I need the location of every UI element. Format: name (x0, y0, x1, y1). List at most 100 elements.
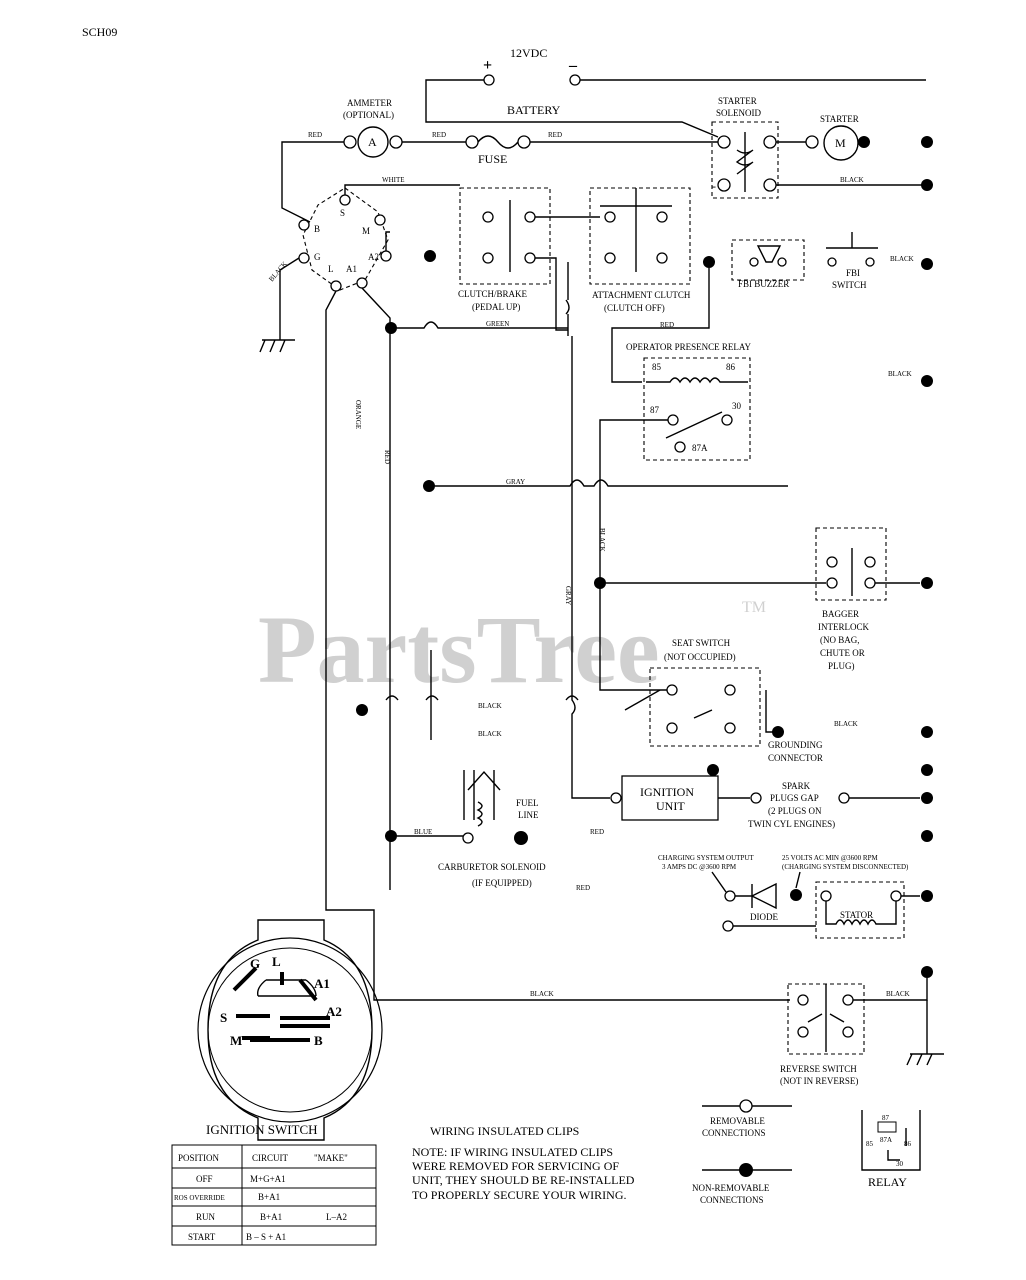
spark-plugs: SPARK PLUGS GAP (2 PLUGS ON TWIN CYL ENG… (748, 781, 835, 829)
table-header-make: "MAKE" (314, 1153, 348, 1163)
fuse: FUSE (465, 135, 531, 166)
svg-text:-: - (712, 179, 716, 193)
battery: 12VDC + – BATTERY (425, 46, 926, 138)
wire-red-1: RED (308, 131, 322, 139)
grounding-label1: GROUNDING (768, 740, 823, 750)
legend-relay-pin-85: 85 (866, 1140, 874, 1148)
seat-switch-label2: (NOT OCCUPIED) (664, 652, 736, 662)
watermark-tm: TM (742, 599, 766, 616)
ignition-unit: IGNITION UNIT (621, 775, 719, 821)
note-line-3: TO PROPERLY SECURE YOUR WIRING. (412, 1188, 626, 1202)
watermark: PartsTree (258, 596, 660, 703)
wire-red-4: RED (383, 450, 391, 464)
bagger-line-4: PLUG) (828, 661, 855, 671)
reverse-switch-label2: (NOT IN REVERSE) (780, 1076, 858, 1086)
table-row-3-circuit: B – S + A1 (246, 1232, 286, 1242)
clutch-brake-label2: (PEDAL UP) (472, 302, 520, 312)
fbi-switch-label2: SWITCH (832, 280, 867, 290)
note-line-0: NOTE: IF WIRING INSULATED CLIPS (412, 1145, 613, 1159)
starter-symbol: M (835, 136, 846, 150)
bagger-line-0: BAGGER (822, 609, 859, 619)
term-m: M (362, 226, 370, 236)
bagger-line-3: CHUTE OR (820, 648, 865, 658)
wire-red-5: RED (660, 321, 674, 329)
face-label-a1: A1 (314, 976, 330, 991)
legend-nonremovable: NON-REMOVABLE CONNECTIONS (692, 1163, 792, 1205)
grounding-label2: CONNECTOR (768, 753, 823, 763)
ammeter-sub: (OPTIONAL) (343, 110, 394, 120)
table-row-0-pos: OFF (196, 1174, 213, 1184)
table-row-2-make: L–A2 (326, 1212, 347, 1222)
legend-relay-pin-30: 30 (896, 1160, 904, 1168)
legend-removable-2: CONNECTIONS (702, 1128, 766, 1138)
ignition-unit-label1: IGNITION (640, 785, 694, 799)
face-label-m: M (230, 1033, 242, 1048)
fbi-switch: FBI SWITCH (826, 232, 878, 290)
face-label-s: S (220, 1010, 227, 1025)
note-line-2: UNIT, THEY SHOULD BE RE-INSTALLED (412, 1173, 635, 1187)
charging-system: CHARGING SYSTEM OUTPUT 3 AMPS DC @3600 R… (658, 854, 909, 939)
diode-label: DIODE (750, 912, 778, 922)
wire-black-6: BLACK (834, 720, 858, 728)
note-title: WIRING INSULATED CLIPS (430, 1124, 579, 1138)
wire-black-4: BLACK (598, 528, 606, 552)
face-label-l: L (272, 954, 281, 969)
starter-motor: STARTER M (805, 114, 870, 161)
ammeter-symbol: A (368, 135, 377, 149)
charging-out-label1: CHARGING SYSTEM OUTPUT (658, 854, 754, 862)
wire-gray: GRAY (506, 478, 525, 486)
wire-blue: BLUE (414, 828, 432, 836)
term-b: B (314, 224, 320, 234)
table-row-0-circuit: M+G+A1 (250, 1174, 286, 1184)
table-row-3-pos: START (188, 1232, 216, 1242)
wire-black-1: BLACK (840, 176, 864, 184)
starter-solenoid-label1: STARTER (718, 96, 757, 106)
legend-relay-pin-87a: 87A (880, 1136, 892, 1144)
ignition-position-table: POSITION CIRCUIT "MAKE" OFF M+G+A1 ROS O… (171, 1144, 377, 1246)
legend-relay-pin-87: 87 (882, 1114, 890, 1122)
key-switch-terminals: S M B G L A1 A2 (298, 187, 392, 292)
wire-orange: ORANGE (354, 400, 362, 429)
wire-black-8: BLACK (478, 730, 502, 738)
bagger-interlock: BAGGER INTERLOCK (NO BAG, CHUTE OR PLUG) (815, 527, 887, 671)
wire-black-7: BLACK (478, 702, 502, 710)
legend-nonremovable-2: CONNECTIONS (700, 1195, 764, 1205)
fbi-buzzer-label: FBI BUZZER (738, 279, 789, 289)
starter-solenoid: STARTER SOLENOID - (711, 96, 779, 199)
clutch-brake-label1: CLUTCH/BRAKE (458, 289, 528, 299)
charging-ac-label1: 25 VOLTS AC MIN @3600 RPM (782, 854, 878, 862)
attachment-clutch-label2: (CLUTCH OFF) (604, 303, 665, 313)
term-g: G (314, 252, 321, 262)
wire-red-6: RED (590, 828, 604, 836)
spark-line-0: SPARK (782, 781, 811, 791)
seat-switch-label1: SEAT SWITCH (672, 638, 731, 648)
term-l: L (328, 264, 334, 274)
table-row-1-circuit: B+A1 (258, 1192, 280, 1202)
ammeter-label: AMMETER (347, 98, 392, 108)
fuel-line-label1: FUEL (516, 798, 539, 808)
wire-black-2: BLACK (267, 260, 288, 283)
wire-green: GREEN (486, 320, 509, 328)
starter-solenoid-label2: SOLENOID (716, 108, 761, 118)
spark-line-1: PLUGS GAP (770, 793, 819, 803)
reverse-switch-label1: REVERSE SWITCH (780, 1064, 857, 1074)
ignition-switch-title: IGNITION SWITCH (206, 1122, 318, 1137)
wire-gray-2: GRAY (564, 586, 572, 605)
clutch-brake-switch: CLUTCH/BRAKE (PEDAL UP) (458, 187, 551, 312)
legend-relay-pin-86: 86 (904, 1140, 912, 1148)
wire-black-10: BLACK (886, 990, 910, 998)
attachment-clutch-label1: ATTACHMENT CLUTCH (592, 290, 691, 300)
relay-pin-87a: 87A (692, 443, 708, 453)
face-label-a2: A2 (326, 1004, 342, 1019)
operator-presence-relay: OPERATOR PRESENCE RELAY 85 86 87 30 87A (626, 342, 752, 461)
legend-removable-1: REMOVABLE (710, 1116, 765, 1126)
table-row-1-pos: ROS OVERRIDE (174, 1194, 225, 1202)
legend-relay-label: RELAY (868, 1175, 907, 1189)
wire-red-2: RED (432, 131, 446, 139)
relay-label: OPERATOR PRESENCE RELAY (626, 342, 752, 352)
page-code: SCH09 (82, 25, 117, 39)
ammeter: AMMETER (OPTIONAL) A (343, 98, 403, 158)
ignition-unit-label2: UNIT (656, 799, 685, 813)
wiring-note: WIRING INSULATED CLIPS NOTE: IF WIRING I… (412, 1124, 635, 1202)
